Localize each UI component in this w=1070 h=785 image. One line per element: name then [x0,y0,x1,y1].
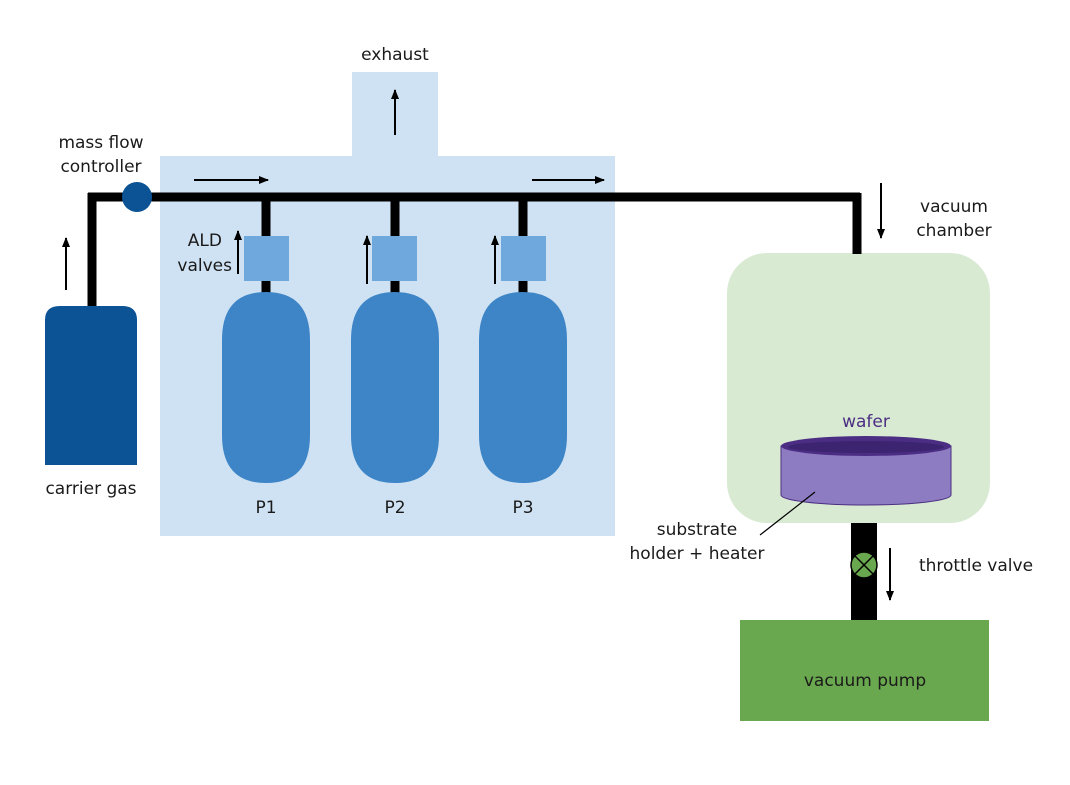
exhaust-label: exhaust [361,45,429,65]
substrate-label-line1: substrate [657,520,737,540]
ald-valve-p1 [244,236,289,281]
vacuum-chamber-label-line1: vacuum [920,197,988,217]
ald-valve-p2 [372,236,417,281]
carrier-gas-label: carrier gas [45,479,136,499]
wafer-rim [788,441,944,453]
precursor-cylinder-p1 [222,292,310,483]
ald-valves-label-line1: ALD [188,231,222,251]
substrate-label-line2: holder + heater [630,544,765,564]
precursor-label-p3: P3 [512,498,533,518]
substrate-leader-line [759,491,816,536]
throttle-valve-icon [850,551,878,579]
mass-flow-controller-label-line1: mass flow [58,133,143,153]
carrier-gas-cylinder [45,306,137,465]
vacuum-pump-label: vacuum pump [804,671,926,691]
substrate-holder [780,445,952,506]
precursor-cylinder-p2 [351,292,439,483]
precursor-cylinder-p3 [479,292,567,483]
precursor-label-p1: P1 [255,498,276,518]
vacuum-pump [740,620,989,721]
mass-flow-controller-icon [122,182,152,212]
vacuum-chamber-label-line2: chamber [916,221,991,241]
throttle-valve-label: throttle valve [919,556,1033,576]
wafer-label: wafer [842,412,890,432]
mass-flow-controller-label-line2: controller [60,157,141,177]
ald-valve-p3 [501,236,546,281]
precursor-label-p2: P2 [384,498,405,518]
ald-valves-label-line2: valves [177,256,232,276]
